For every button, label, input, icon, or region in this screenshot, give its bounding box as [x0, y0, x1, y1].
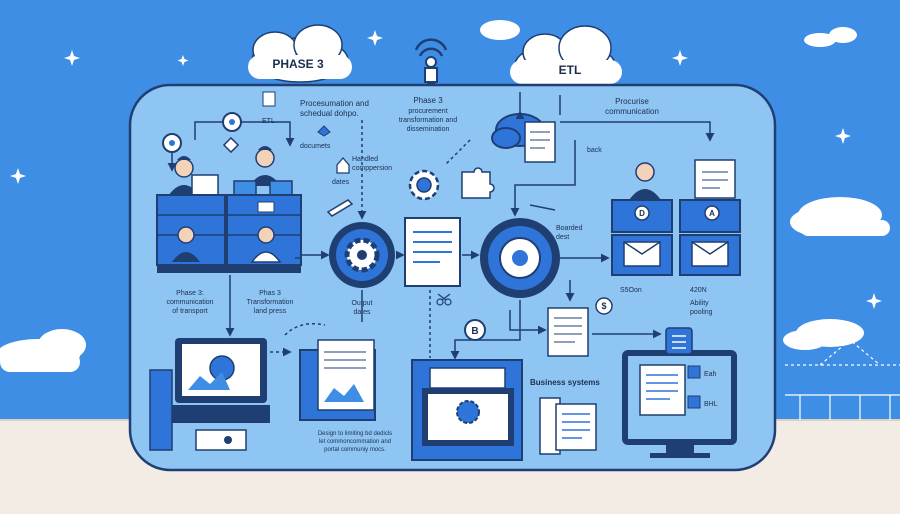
- person-icon: [177, 226, 195, 244]
- house-icon: [336, 157, 350, 174]
- phase3-mid-label-1: Phas 3: [259, 290, 281, 297]
- cloud-phase3-label: PHASE 3: [272, 57, 324, 71]
- side-label-1: Eah: [704, 371, 717, 378]
- cloud-phase3: PHASE 3: [248, 24, 352, 83]
- handled-label-2: comppersion: [352, 165, 392, 172]
- folder-icon: [317, 125, 331, 137]
- dollar-icon: $: [595, 297, 613, 315]
- person-icon: [635, 162, 655, 182]
- scissors-icon: [436, 293, 452, 306]
- design-label-2: let commoncommation and: [319, 439, 391, 445]
- design-label-1: Design to limiting bd dedicls: [318, 431, 392, 437]
- flow-connectors: [225, 92, 715, 360]
- pen-icon: [326, 199, 354, 217]
- gear-computer-icon: B: [411, 319, 523, 461]
- boarded-label-1: Boarded: [556, 225, 583, 232]
- ability-label-1: Ability: [690, 300, 709, 307]
- report-document-icon: [547, 307, 589, 357]
- workstation-top-left: [156, 146, 302, 273]
- sparkles: [10, 30, 882, 309]
- top-left-label-b: schedual dohpo.: [300, 109, 359, 118]
- top-left-label-a: Procesumation and: [300, 99, 369, 108]
- chart-document-icon: [299, 339, 376, 421]
- cloud-etl: ETL: [510, 25, 622, 88]
- bitcoin-symbol: B: [471, 326, 478, 337]
- data-disc-icon: [480, 218, 560, 298]
- phase-header: Phase 3 procurement transformation and d…: [399, 96, 457, 133]
- json-label: 420N: [690, 287, 707, 294]
- top-left-icons: ETL Procesumation and schedual dohpo. do…: [162, 91, 392, 186]
- phase-header-sub-1: procurement: [408, 108, 447, 115]
- son-label: S5Oon: [620, 287, 642, 294]
- person-icon: [174, 158, 194, 178]
- person-icon: [257, 226, 275, 244]
- phase3-mid-label-3: land press: [254, 308, 287, 315]
- phase-header-sub-2: transformation and: [399, 117, 457, 124]
- etl-small-label: ETL: [262, 118, 275, 125]
- side-label-2: BHL: [704, 401, 718, 408]
- workstation-top-right: D A: [611, 159, 741, 276]
- phase3-left-label-2: communication: [166, 299, 213, 306]
- person-icon: [255, 148, 275, 168]
- phase-header-sub-3: dissemination: [407, 126, 450, 133]
- phase-header-title: Phase 3: [413, 96, 443, 105]
- box-a-label: A: [709, 209, 715, 218]
- back-label: back: [587, 147, 602, 154]
- document-icon: [404, 217, 461, 287]
- box-d-label: D: [639, 209, 645, 218]
- boarded-label-2: dest: [556, 234, 569, 241]
- phase3-left-label-3: of transport: [172, 308, 207, 315]
- dashboard-computer-icon: Eah BHL: [622, 327, 737, 458]
- procurise-label-1: Procurise: [615, 97, 649, 106]
- docs-label: documets: [300, 143, 331, 150]
- phase3-mid-label-2: Transformation: [247, 299, 294, 306]
- cloud-storage-icon: [491, 113, 556, 163]
- clipboard-icon: [539, 397, 597, 455]
- gear-icon: [408, 169, 440, 201]
- document-icon: [694, 159, 736, 199]
- center-gear-icon: [329, 222, 395, 288]
- cloud-etl-label: ETL: [559, 63, 582, 77]
- fence-lines: [785, 339, 900, 420]
- dollar-symbol: $: [601, 301, 606, 311]
- computer-monitor-icon: [149, 338, 270, 451]
- design-label-3: portal communiy mocs.: [324, 447, 386, 453]
- ability-label-2: pooling: [690, 309, 713, 316]
- handled-label-1: Handled: [352, 156, 378, 163]
- business-systems-label: Business systems: [530, 378, 600, 387]
- procurise-label-2: communication: [605, 107, 659, 116]
- phase3-left-label-1: Phase 3:: [176, 290, 204, 297]
- dates-label: dates: [332, 179, 350, 186]
- puzzle-icon: [461, 167, 495, 199]
- background-clouds: [0, 20, 890, 372]
